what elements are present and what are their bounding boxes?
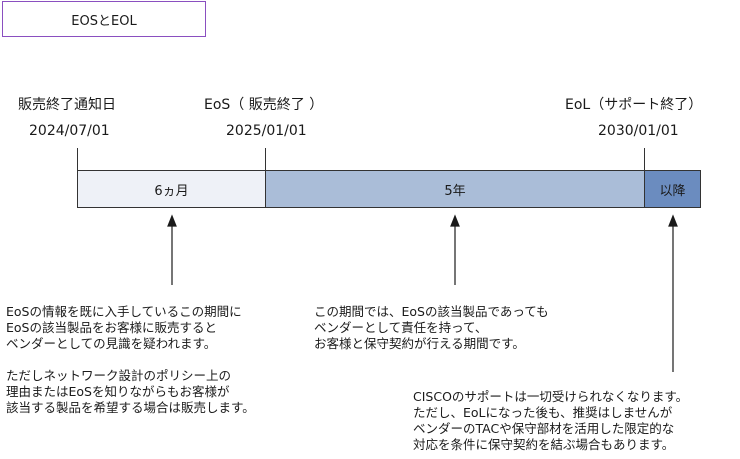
timeline-segment-after: 以降 <box>644 170 701 208</box>
note-line: この期間では、EoSの該当製品であっても <box>314 304 549 319</box>
milestone-eos-label: EoS（ 販売終了 ） <box>204 97 324 113</box>
title-box: EOSとEOL <box>2 1 206 37</box>
note-line: ベンダーとして責任を持って、 <box>314 320 488 335</box>
note-middle: この期間では、EoSの該当製品であっても ベンダーとして責任を持って、 お客様と… <box>314 304 549 352</box>
milestone-sale-end-date: 2024/07/01 <box>29 123 110 139</box>
diagram-title: EOSとEOL <box>71 13 137 29</box>
note-line: 対応を条件に保守契約を結ぶ場合もあります。 <box>413 437 675 452</box>
note-line: EoSの該当製品をお客様に販売すると <box>6 320 217 335</box>
milestone-eol-date: 2030/01/01 <box>598 123 679 139</box>
note-line: 理由またはEoSを知りながらもお客様が <box>6 384 230 399</box>
segment-label: 5年 <box>444 183 466 199</box>
note-line: ベンダーのTACや保守部材を活用した限定的な <box>413 421 675 436</box>
arrow-left-head <box>167 214 177 227</box>
note-right: CISCOのサポートは一切受けられなくなります。 ただし、EoLになった後も、推… <box>413 389 688 453</box>
note-line: CISCOのサポートは一切受けられなくなります。 <box>413 389 689 404</box>
tick-line-sale-end <box>77 148 78 170</box>
arrow-right-head <box>668 214 678 227</box>
timeline-segment-5-years: 5年 <box>265 170 645 208</box>
note-line: 該当する製品を希望する場合は販売します。 <box>6 400 255 415</box>
note-line: お客様と保守契約が行える期間です。 <box>314 336 525 351</box>
milestone-eos-date: 2025/01/01 <box>226 123 307 139</box>
note-left: EoSの情報を既に入手しているこの期間に EoSの該当製品をお客様に販売すると … <box>6 304 255 416</box>
arrow-middle-head <box>450 214 460 227</box>
milestone-sale-end-label: 販売終了通知日 <box>18 97 116 113</box>
note-line: EoSの情報を既に入手しているこの期間に <box>6 304 242 319</box>
segment-label: 6ヵ月 <box>154 183 189 199</box>
note-line: ただし、EoLになった後も、推奨はしませんが <box>413 405 673 420</box>
tick-line-eos <box>265 148 266 170</box>
note-line: ベンダーとしての見識を疑われます。 <box>6 336 217 351</box>
note-line: ただしネットワーク設計のポリシー上の <box>6 368 232 383</box>
tick-line-eol <box>644 148 645 170</box>
segment-label: 以降 <box>659 183 686 199</box>
milestone-eol-label: EoL（サポート終了） <box>565 97 703 113</box>
